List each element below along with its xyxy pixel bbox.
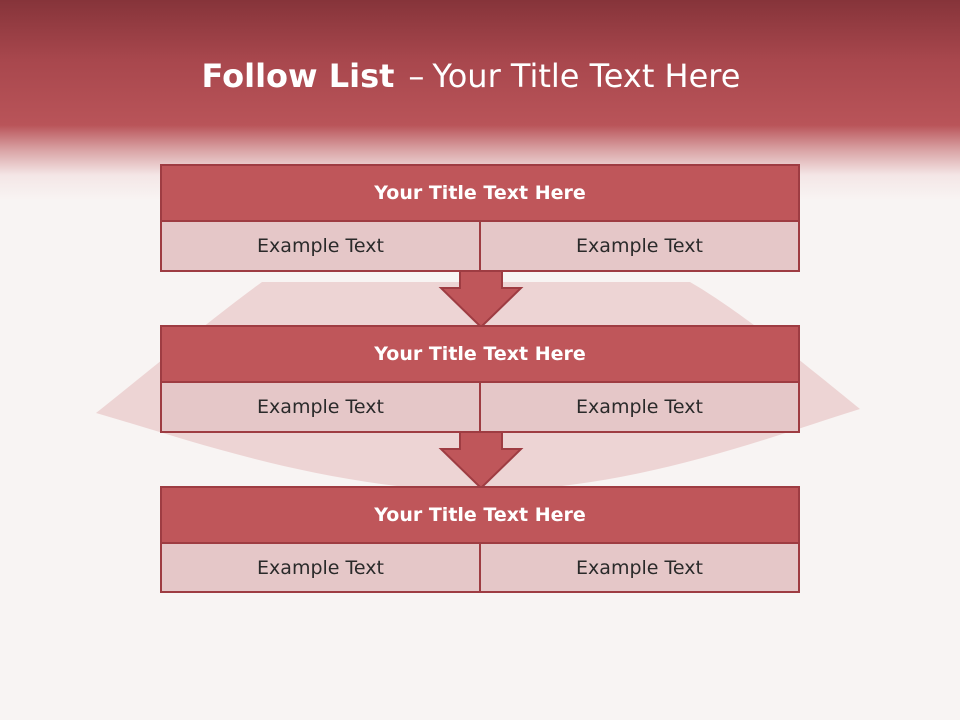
- list-block-3: Your Title Text Here Example Text Exampl…: [160, 486, 800, 593]
- block-title: Your Title Text Here: [162, 166, 798, 222]
- block-cell-left: Example Text: [162, 383, 479, 431]
- block-row: Example Text Example Text: [162, 222, 798, 270]
- slide-title-rest: Your Title Text Here: [432, 57, 741, 95]
- block-cell-left: Example Text: [162, 544, 479, 591]
- block-title: Your Title Text Here: [162, 488, 798, 544]
- block-cell-left: Example Text: [162, 222, 479, 270]
- slide-title-dash: –: [408, 57, 425, 95]
- slide-title: Follow List–Your Title Text Here: [0, 52, 942, 100]
- down-arrow-icon: [438, 270, 524, 329]
- list-block-2: Your Title Text Here Example Text Exampl…: [160, 325, 800, 433]
- block-cell-right: Example Text: [479, 383, 798, 431]
- block-cell-right: Example Text: [479, 222, 798, 270]
- list-block-1: Your Title Text Here Example Text Exampl…: [160, 164, 800, 272]
- block-row: Example Text Example Text: [162, 383, 798, 431]
- block-row: Example Text Example Text: [162, 544, 798, 591]
- down-arrow-icon: [438, 431, 524, 490]
- slide-title-bold: Follow List: [201, 57, 395, 95]
- block-cell-right: Example Text: [479, 544, 798, 591]
- block-title: Your Title Text Here: [162, 327, 798, 383]
